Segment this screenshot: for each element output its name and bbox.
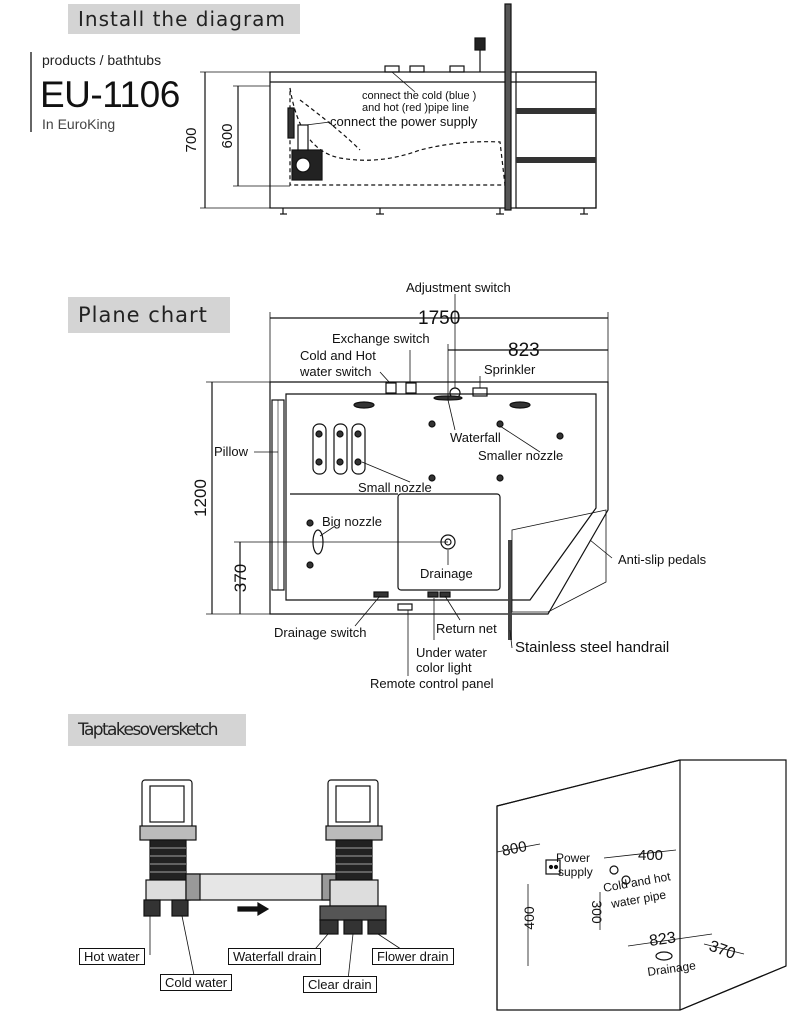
label-exchange-switch: Exchange switch: [332, 331, 430, 346]
tub-feet: [280, 208, 588, 215]
tub-plan-outline: [269, 381, 609, 615]
tap-sketch: [139, 779, 411, 981]
shower-riser: [504, 3, 512, 211]
label-cold-water: Cold water: [160, 974, 233, 991]
note-power-supply: connect the power supply: [330, 114, 478, 129]
label-under-water-1: Under water: [416, 645, 487, 660]
dim-1750: 1750: [418, 308, 460, 329]
room-dim-800: 800: [500, 838, 528, 860]
label-remote-panel: Remote control panel: [370, 676, 494, 691]
note-pipe-line-2: and hot (red )pipe line: [362, 102, 469, 114]
section-title-plane: Plane chart: [68, 297, 230, 333]
right-valve-icon: [319, 779, 387, 935]
note-pipe-line-1: connect the cold (blue ): [362, 90, 476, 102]
label-waterfall: Waterfall: [450, 430, 501, 445]
label-cold-hot-switch-1: Cold and Hot: [300, 348, 376, 363]
brand-category: products / bathtubs: [42, 52, 162, 68]
dim-600: 600: [219, 123, 236, 148]
label-cold-hot-switch-2: water switch: [299, 364, 372, 379]
label-sprinkler: Sprinkler: [484, 362, 536, 377]
label-drainage-switch: Drainage switch: [274, 625, 367, 640]
section-title-install: Install the diagram: [68, 4, 300, 34]
plane-chart: [206, 294, 613, 676]
label-big-nozzle: Big nozzle: [322, 514, 382, 529]
brand-model: EU-1106: [40, 74, 180, 115]
label-drainage: Drainage: [420, 566, 473, 581]
section-title-tap: Taptakesoversketch: [68, 714, 246, 746]
room-drain-icon: [655, 951, 673, 961]
label-waterfall-drain: Waterfall drain: [228, 948, 322, 965]
flow-arrow-icon: [237, 901, 270, 917]
connecting-pipe: [185, 873, 337, 901]
room-power-2: supply: [558, 865, 593, 879]
dim-1200: 1200: [191, 479, 210, 517]
dim-370: 370: [231, 564, 250, 592]
label-clear-drain: Clear drain: [303, 976, 377, 993]
room-dim-400-side: 400: [521, 906, 537, 930]
pump-icon: [287, 107, 323, 181]
room-iso: [496, 759, 787, 1011]
label-adjustment-switch: Adjustment switch: [406, 280, 511, 295]
label-pillow: Pillow: [214, 444, 249, 459]
small-nozzle-group: [312, 423, 366, 475]
label-anti-slip: Anti-slip pedals: [618, 552, 707, 567]
label-handrail: Stainless steel handrail: [515, 639, 669, 656]
room-dim-300: 300: [589, 900, 605, 924]
label-hot-water: Hot water: [79, 948, 145, 965]
room-dim-370: 370: [707, 938, 738, 963]
dim-823: 823: [508, 340, 540, 361]
label-small-nozzle: Small nozzle: [358, 480, 432, 495]
brand-divider: [30, 52, 32, 132]
label-under-water-2: color light: [416, 660, 472, 675]
room-dim-400-top: 400: [638, 847, 663, 864]
label-flower-drain: Flower drain: [372, 948, 454, 965]
dim-700: 700: [183, 127, 200, 152]
smaller-nozzle-dots: [428, 420, 564, 482]
label-return-net: Return net: [436, 621, 497, 636]
room-dim-823: 823: [648, 929, 677, 950]
left-valve-icon: [139, 779, 197, 917]
room-drainage: Drainage: [646, 958, 696, 979]
room-power-1: Power: [556, 851, 590, 865]
label-smaller-nozzle: Smaller nozzle: [478, 448, 563, 463]
brand-company: In EuroKing: [42, 116, 116, 132]
install-side-view: [200, 3, 597, 215]
